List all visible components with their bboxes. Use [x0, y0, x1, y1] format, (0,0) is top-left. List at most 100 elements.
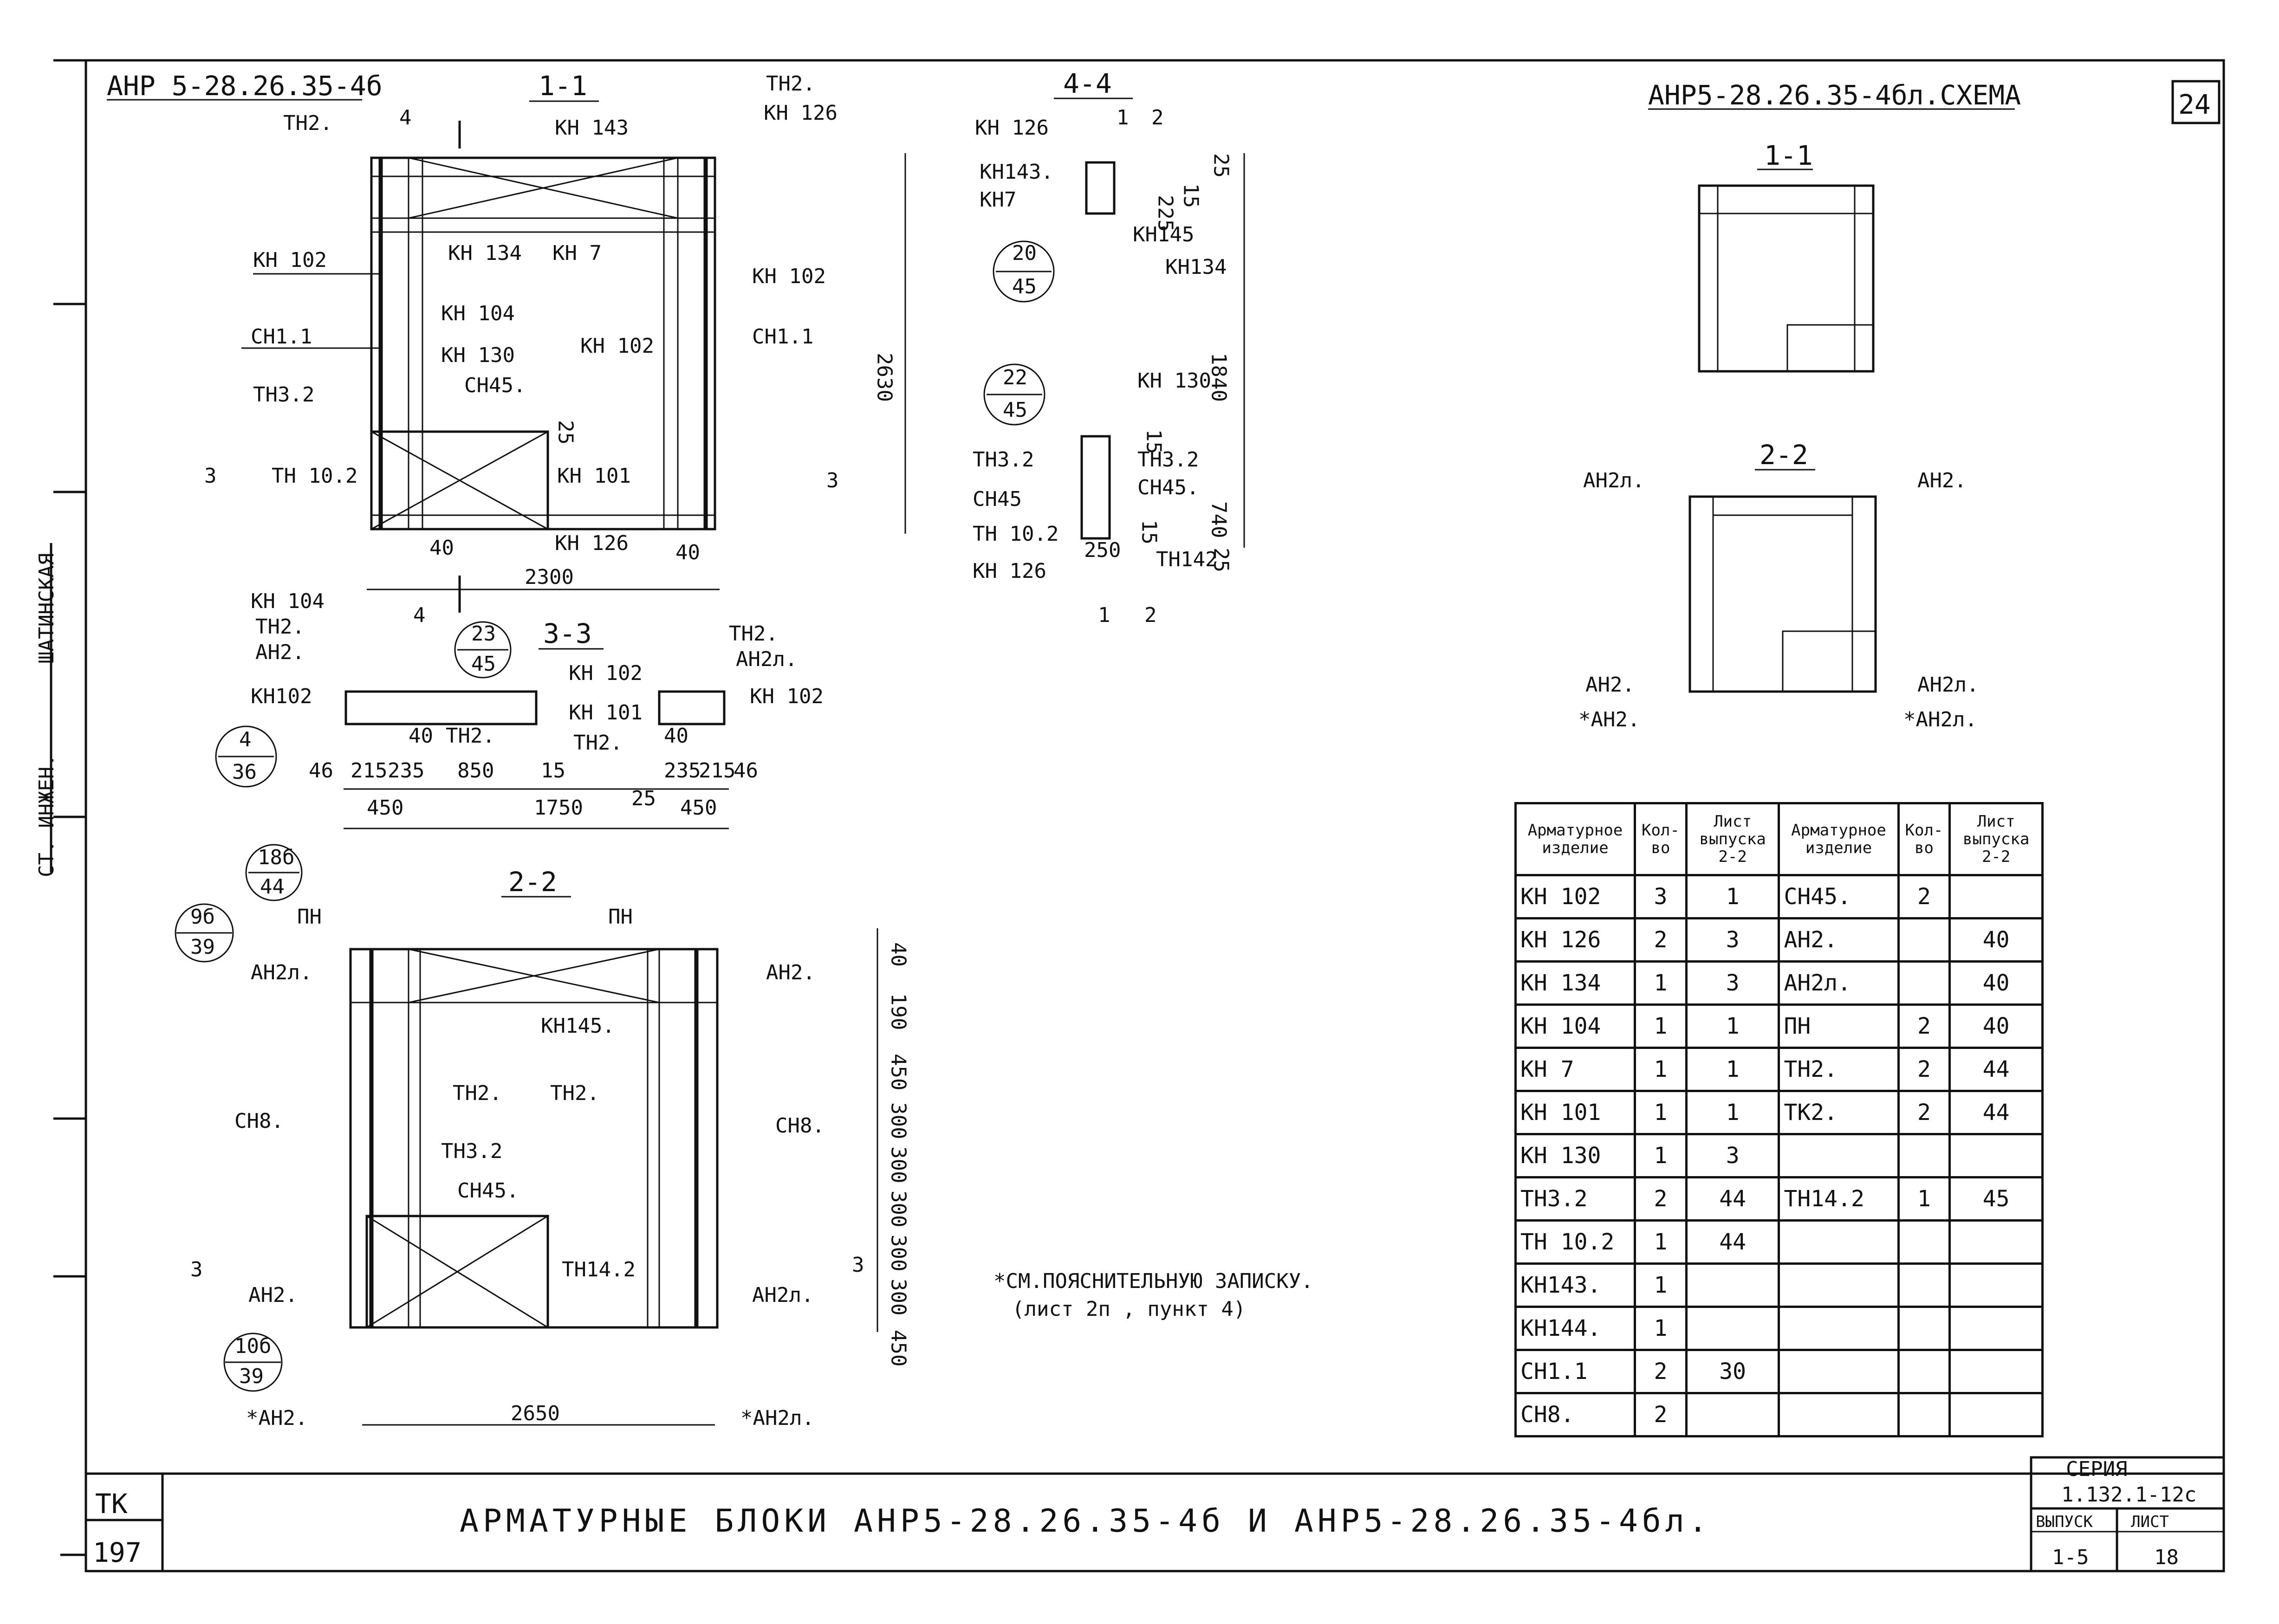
block-code: АНР 5-28.26.35-4б	[107, 70, 383, 102]
col-header: Арматурное изделие	[1778, 802, 1900, 876]
tk-number: 197	[93, 1537, 142, 1568]
label-tn142: ТН14.2	[562, 1258, 636, 1281]
label-an2: АН2.	[255, 641, 305, 664]
callout-22-45-bottom: 45	[1003, 398, 1027, 422]
callout-10b-39-top: 10б	[234, 1334, 271, 1358]
table-cell	[1778, 1392, 1900, 1437]
label-an2l-star-br: *АН2л.	[1903, 708, 1977, 731]
cut-mark-3-right: 3	[852, 1253, 864, 1277]
label-tn2-b: ТН2.	[446, 724, 495, 748]
table-cell: СН45.	[1778, 874, 1900, 919]
series-label: СЕРИЯ	[2066, 1457, 2127, 1481]
table-cell: ПН	[1778, 1003, 1900, 1049]
table-cell: КН 126	[1514, 917, 1636, 963]
callout-18b-44-top: 18б	[258, 846, 294, 869]
label-an2l: АН2л.	[736, 647, 797, 671]
table-cell	[1948, 1133, 2044, 1178]
callout-9b-39-bottom: 39	[190, 935, 215, 959]
dim-250: 250	[1084, 538, 1121, 562]
table-cell	[1778, 1133, 1900, 1178]
callout-10b-39-bottom: 39	[239, 1365, 264, 1388]
label-sn8-left: СН8.	[234, 1109, 284, 1133]
dim-40-b: 40	[664, 724, 688, 748]
table-cell: ТН2.	[1778, 1047, 1900, 1092]
dim-215-a: 215	[351, 759, 387, 783]
table-cell: 2	[1634, 917, 1688, 963]
table-cell: АН2.	[1778, 917, 1900, 963]
label-tn102: ТН 10.2	[973, 522, 1058, 546]
dim-2630: 2630	[873, 353, 896, 402]
callout-20-45-bottom: 45	[1012, 275, 1037, 298]
sheet-value: 18	[2154, 1546, 2179, 1569]
scheme-2-2-title: 2-2	[1760, 439, 1808, 471]
table-row: КН144.1	[1514, 1306, 2044, 1351]
table-cell: ТК2.	[1778, 1090, 1900, 1135]
section-2-2: 2-2 18б 44 9б 39 ПН ПН АН2л. АН2. КН145.…	[175, 844, 910, 1430]
dim-15-bottom: 15	[1137, 520, 1161, 544]
label-tn2-right: ТН2.	[729, 622, 778, 646]
cut-mark-2-bottom: 2	[1144, 603, 1157, 627]
page-number: 24	[2178, 89, 2211, 120]
dim-300-a: 300	[887, 1102, 910, 1139]
dim-25: 25	[554, 420, 578, 445]
label-sn45-left: СН45	[973, 487, 1022, 511]
table-cell: КН 102	[1514, 874, 1636, 919]
table-cell: 45	[1948, 1176, 2044, 1222]
label-kn102-left: КН 102	[253, 248, 327, 272]
callout-23-45-bottom: 45	[471, 652, 496, 676]
table-cell: 40	[1948, 1003, 2044, 1049]
section-2-2-title: 2-2	[508, 866, 557, 898]
table-cell: 44	[1685, 1219, 1780, 1265]
label-tn2-b: ТН2.	[550, 1081, 599, 1105]
table-cell: 1	[1685, 874, 1780, 919]
table-cell	[1897, 1219, 1951, 1265]
label-kn102-right: КН 102	[750, 685, 824, 708]
table-cell: 2	[1897, 1047, 1951, 1092]
table-cell: 1	[1634, 1133, 1688, 1178]
label-kn143: КН 143	[555, 116, 629, 140]
dim-2300: 2300	[525, 565, 574, 589]
label-tn32: ТН3.2	[253, 383, 314, 407]
label-tn2: ТН2.	[283, 111, 332, 135]
scheme-1-1-title: 1-1	[1764, 140, 1813, 171]
callout-23-45	[454, 621, 512, 679]
label-an2l-br: АН2л.	[1917, 673, 1979, 697]
label-kn143: КН143.	[980, 160, 1053, 184]
col-header: Кол-во	[1634, 802, 1688, 876]
table-cell: 1	[1634, 1262, 1688, 1308]
label-kn102-right: КН 102	[752, 265, 826, 288]
cut-mark-1-bottom: 1	[1098, 603, 1110, 627]
callout-4-36-top: 4	[239, 728, 252, 751]
table-cell	[1948, 1349, 2044, 1394]
table-cell: 2	[1634, 1176, 1688, 1222]
dim-300-d: 300	[887, 1235, 910, 1271]
label-kn130: КН 130	[1137, 369, 1211, 393]
callout-9b-39	[175, 903, 234, 963]
table-cell: 1	[1634, 1306, 1688, 1351]
cut-mark-1: 1	[1117, 106, 1129, 129]
note-line-2: (лист 2п , пункт 4)	[1012, 1297, 1246, 1321]
table-cell: СН8.	[1514, 1392, 1636, 1437]
section-3-3: 3-3 КН 104 ТН2. АН2. КН102 23 45 4 36 40…	[215, 589, 824, 829]
label-kn134: КН 134	[448, 241, 522, 265]
callout-23-45-top: 23	[471, 622, 496, 646]
table-cell: 44	[1685, 1176, 1780, 1222]
label-sn45-right: СН45.	[1137, 476, 1199, 499]
table-header-row: Арматурное изделие Кол-во Лист выпуска 2…	[1514, 802, 2044, 876]
label-sn11-right: СН1.1	[752, 325, 813, 349]
table-cell: 1	[1634, 1003, 1688, 1049]
label-an2l-tl: АН2л.	[1583, 469, 1644, 492]
issue-value: 1-5	[2052, 1546, 2089, 1569]
label-pn-left: ПН	[297, 905, 322, 929]
table-cell: 1	[1634, 960, 1688, 1006]
table-cell: 2	[1634, 1349, 1688, 1394]
table-cell: 40	[1948, 917, 2044, 963]
callout-22-45-top: 22	[1003, 366, 1027, 389]
dim-40-left: 40	[429, 536, 454, 560]
dim-15-top: 15	[1179, 183, 1203, 208]
